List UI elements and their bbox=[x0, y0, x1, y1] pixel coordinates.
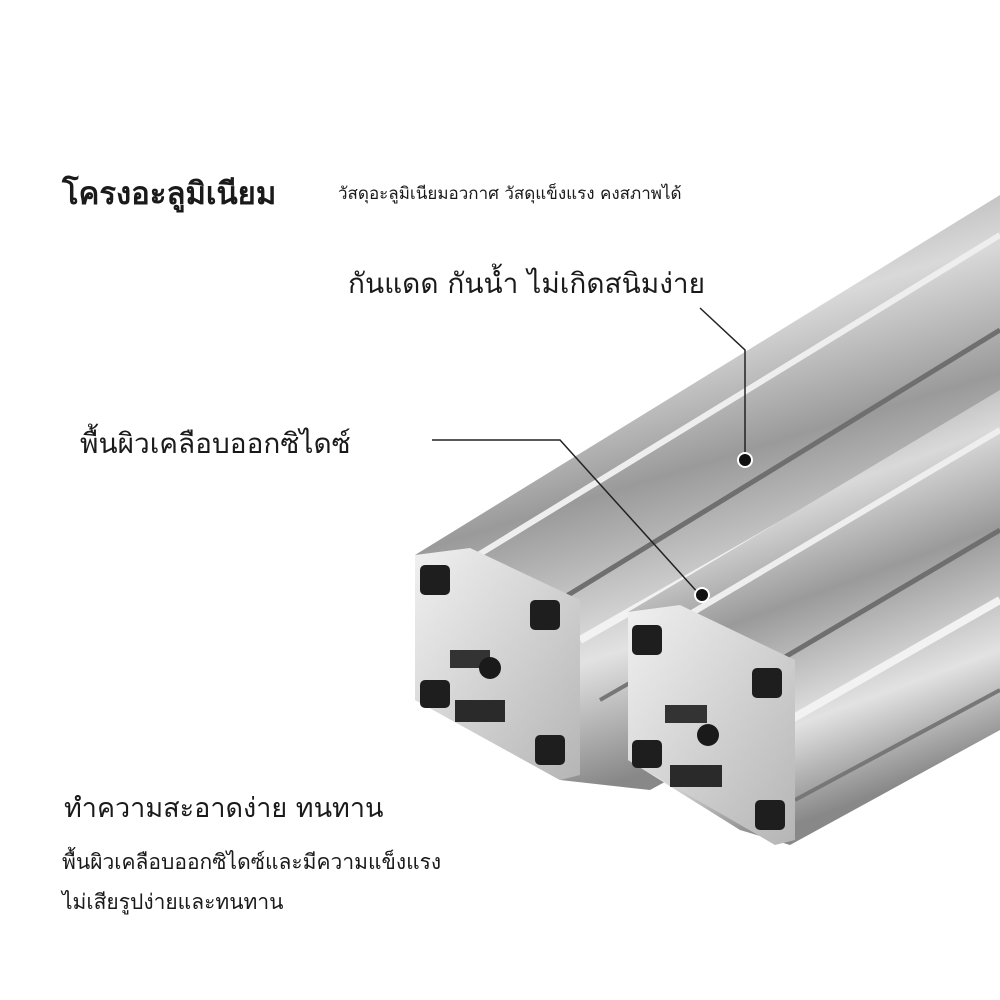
feature-heading: ทำความสะอาดง่าย ทนทาน bbox=[64, 793, 384, 824]
callout-oxidized-surface: พื้นผิวเคลือบออกซิไดซ์ bbox=[80, 427, 351, 460]
product-title: โครงอะลูมิเนียม bbox=[62, 176, 277, 212]
product-subtitle: วัสดุอะลูมิเนียมอวกาศ วัสดุแข็งแรง คงสภา… bbox=[338, 184, 682, 204]
profile-end-face-front bbox=[628, 605, 795, 845]
aluminum-bar-front bbox=[628, 390, 1000, 845]
profile-end-face-back bbox=[415, 548, 580, 780]
feature-description-line: พื้นผิวเคลือบออกซิไดซ์และมีความแข็งแรง bbox=[62, 850, 442, 874]
callout-leader-2 bbox=[432, 439, 710, 603]
callout-weatherproof: กันแดด กันน้ำ ไม่เกิดสนิมง่าย bbox=[348, 267, 705, 300]
callout-leader-1 bbox=[699, 307, 753, 468]
feature-description-line: ไม่เสียรูปง่ายและทนทาน bbox=[62, 890, 284, 914]
